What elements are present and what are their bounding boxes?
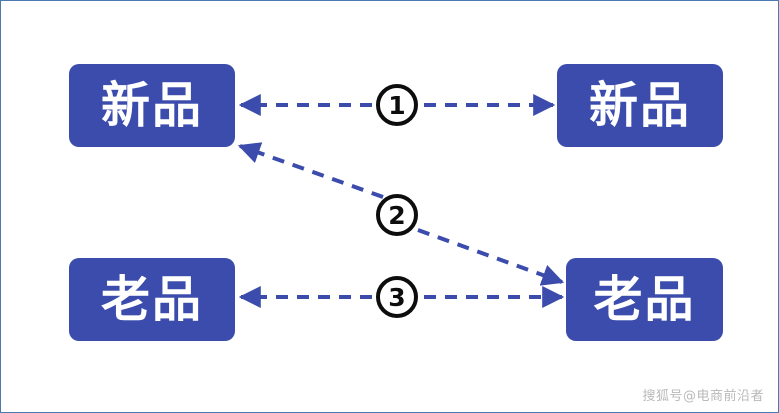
node-old-product-right[interactable]: 老品 [566,258,723,341]
node-label: 新品 [588,77,691,134]
edge-marker-number: 3 [388,282,406,312]
edge-2-upper-segment [237,142,384,199]
edge-marker-2: 2 [376,194,418,236]
node-label: 老品 [100,271,203,328]
node-old-product-left[interactable]: 老品 [69,258,235,341]
edge-marker-3: 3 [376,276,418,318]
edge-marker-number: 2 [388,200,406,230]
node-new-product-right[interactable]: 新品 [557,64,723,147]
watermark-text: 搜狐号@电商前沿者 [642,389,764,404]
node-new-product-left[interactable]: 新品 [69,64,235,147]
edge-marker-1: 1 [376,84,418,126]
edge-2-lower-segment [417,228,565,286]
node-label: 新品 [100,77,203,134]
edge-marker-number: 1 [388,90,406,120]
node-label: 老品 [593,271,696,328]
